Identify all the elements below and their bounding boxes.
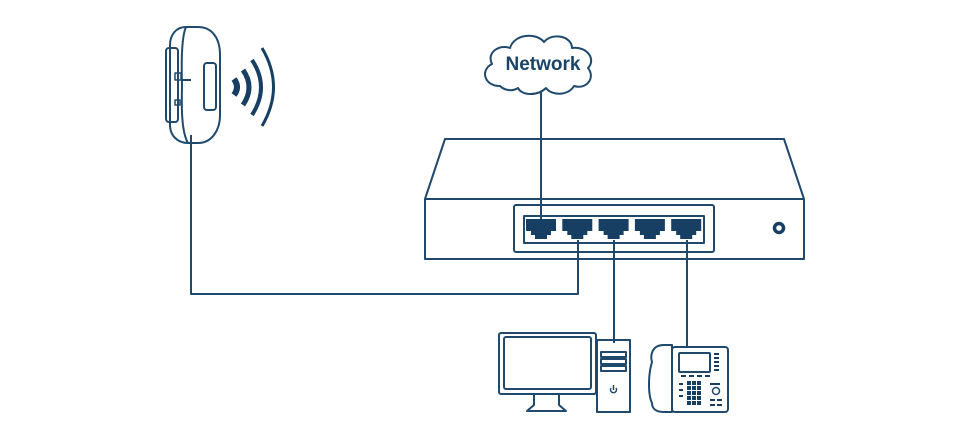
phone-key — [705, 375, 710, 377]
power-icon — [609, 385, 618, 394]
ethernet-port-icon — [634, 219, 665, 239]
cable-switch-to-access-point — [190, 135, 579, 295]
ip-phone — [648, 344, 729, 413]
network-switch — [424, 138, 805, 260]
phone-key — [697, 386, 701, 390]
phone-key — [714, 369, 719, 371]
phone-key — [679, 395, 683, 397]
phone-key — [692, 381, 696, 385]
phone-key — [714, 353, 719, 355]
wifi-signal-icon — [231, 47, 275, 127]
phone-key — [714, 365, 719, 367]
phone-key — [692, 401, 696, 405]
phone-key — [692, 386, 696, 390]
phone-key — [679, 383, 683, 385]
ethernet-ports — [526, 219, 702, 239]
ethernet-port-icon — [562, 219, 593, 239]
phone-key — [687, 386, 691, 390]
phone-key — [687, 391, 691, 395]
phone-key — [710, 399, 715, 401]
phone-key — [697, 381, 701, 385]
phone-key — [714, 357, 719, 359]
phone-key — [679, 389, 683, 391]
phone-key — [697, 401, 701, 405]
phone-key — [687, 401, 691, 405]
phone-key — [714, 361, 719, 363]
network-label: Network — [506, 54, 581, 75]
access-point — [165, 26, 275, 144]
ethernet-port-icon — [526, 219, 556, 239]
phone-keypad-icon — [679, 353, 722, 406]
ethernet-port-icon — [671, 219, 702, 239]
power-button-icon — [772, 221, 786, 235]
phone-key — [692, 391, 696, 395]
phone-key — [710, 404, 715, 406]
ethernet-port-icon — [598, 219, 629, 239]
desktop-computer — [498, 332, 631, 413]
phone-key — [697, 375, 702, 377]
cables — [190, 92, 688, 346]
phone-key — [710, 383, 720, 385]
phone-key — [717, 404, 722, 406]
phone-key — [697, 396, 701, 400]
phone-key — [687, 396, 691, 400]
phone-key — [689, 375, 694, 377]
phone-key — [692, 396, 696, 400]
phone-key — [697, 391, 701, 395]
network-cloud: Network — [484, 34, 593, 95]
phone-key — [687, 381, 691, 385]
phone-key — [681, 375, 686, 377]
cloud-icon — [484, 34, 593, 95]
phone-key — [717, 399, 722, 401]
